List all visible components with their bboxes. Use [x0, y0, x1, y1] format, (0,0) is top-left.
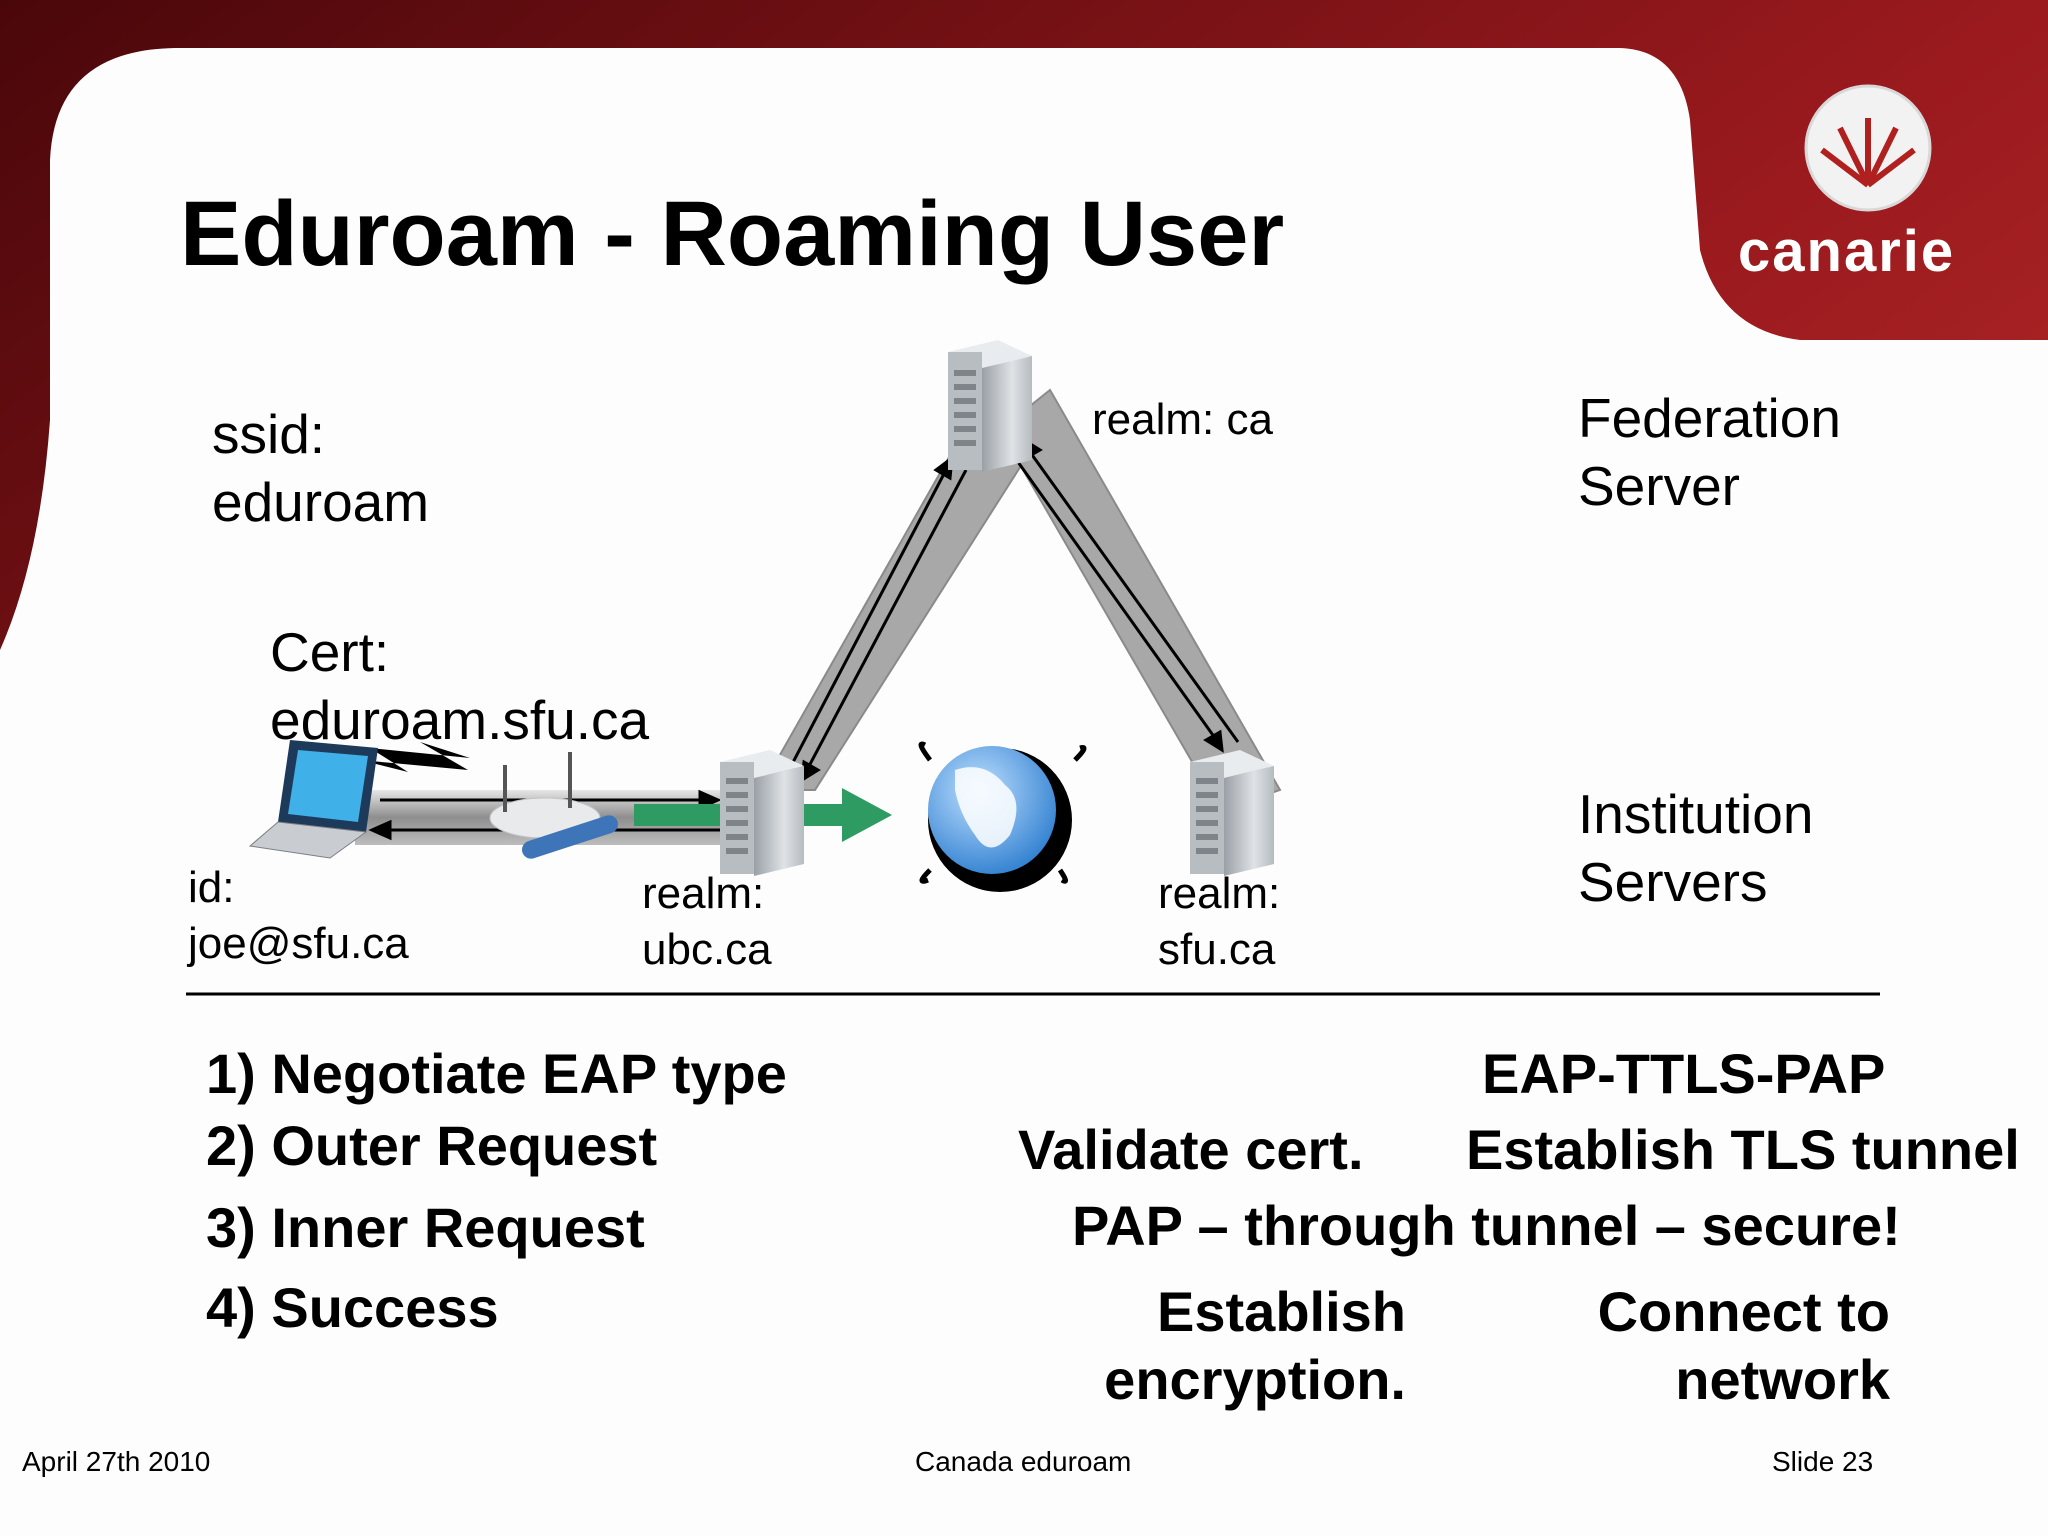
step-4: 4) Success	[206, 1276, 499, 1339]
step-2: 2) Outer Request	[206, 1114, 658, 1177]
step-1: 1) Negotiate EAP type	[206, 1042, 787, 1105]
note-connect-network: Connect to network	[1560, 1278, 1890, 1414]
footer-slide-number: Slide 23	[1772, 1446, 1874, 1477]
note-eap-type: EAP-TTLS-PAP	[1482, 1042, 1886, 1105]
server-federation	[948, 340, 1032, 472]
note-tls-tunnel: Establish TLS tunnel	[1466, 1118, 2020, 1181]
lightning-icon	[360, 742, 470, 772]
realm-ubc-value: ubc.ca	[642, 925, 772, 974]
logo-text: canarie	[1738, 219, 1956, 284]
cert-value: eduroam.sfu.ca	[270, 689, 650, 751]
institution-line-2: Servers	[1578, 851, 1768, 913]
institution-servers-label: Institution Servers	[1578, 780, 1813, 916]
encrypt-line-1: Establish	[1157, 1280, 1406, 1343]
federation-server-label: Federation Server	[1578, 384, 1841, 520]
ssid-label: ssid: eduroam	[212, 400, 429, 536]
connect-line-1: Connect to	[1597, 1280, 1890, 1343]
slide-title: Eduroam - Roaming User	[180, 183, 1285, 285]
server-sfu	[1190, 750, 1274, 876]
connect-line-2: network	[1675, 1348, 1890, 1411]
note-pap-secure: PAP – through tunnel – secure!	[1072, 1194, 1901, 1257]
realm-sfu-key: realm:	[1158, 869, 1281, 918]
realm-ubc-label: realm: ubc.ca	[642, 866, 772, 978]
id-label: id: joe@sfu.ca	[188, 860, 409, 972]
connection-pipes	[355, 383, 1282, 845]
footer-date: April 27th 2010	[22, 1446, 211, 1477]
federation-line-1: Federation	[1578, 387, 1841, 449]
globe-icon	[918, 741, 1087, 892]
step-3: 3) Inner Request	[206, 1196, 645, 1259]
footer-center: Canada eduroam	[915, 1446, 1132, 1477]
access-point	[489, 752, 618, 859]
laptop-icon	[248, 740, 378, 859]
institution-line-1: Institution	[1578, 783, 1814, 845]
ssid-value: eduroam	[212, 471, 430, 533]
note-establish-encryption: Establish encryption.	[1090, 1278, 1406, 1414]
cert-key: Cert:	[270, 621, 390, 683]
server-ubc	[720, 750, 804, 876]
id-key: id:	[188, 863, 235, 912]
ssid-key: ssid:	[212, 403, 326, 465]
encrypt-line-2: encryption.	[1104, 1348, 1406, 1411]
realm-sfu-label: realm: sfu.ca	[1158, 866, 1280, 978]
id-value: joe@sfu.ca	[188, 919, 409, 968]
note-validate-cert: Validate cert.	[1018, 1118, 1364, 1181]
realm-ubc-key: realm:	[642, 869, 765, 918]
federation-line-2: Server	[1578, 455, 1740, 517]
realm-ca-label: realm: ca	[1092, 395, 1273, 444]
realm-sfu-value: sfu.ca	[1158, 925, 1276, 974]
cert-label: Cert: eduroam.sfu.ca	[270, 618, 649, 754]
